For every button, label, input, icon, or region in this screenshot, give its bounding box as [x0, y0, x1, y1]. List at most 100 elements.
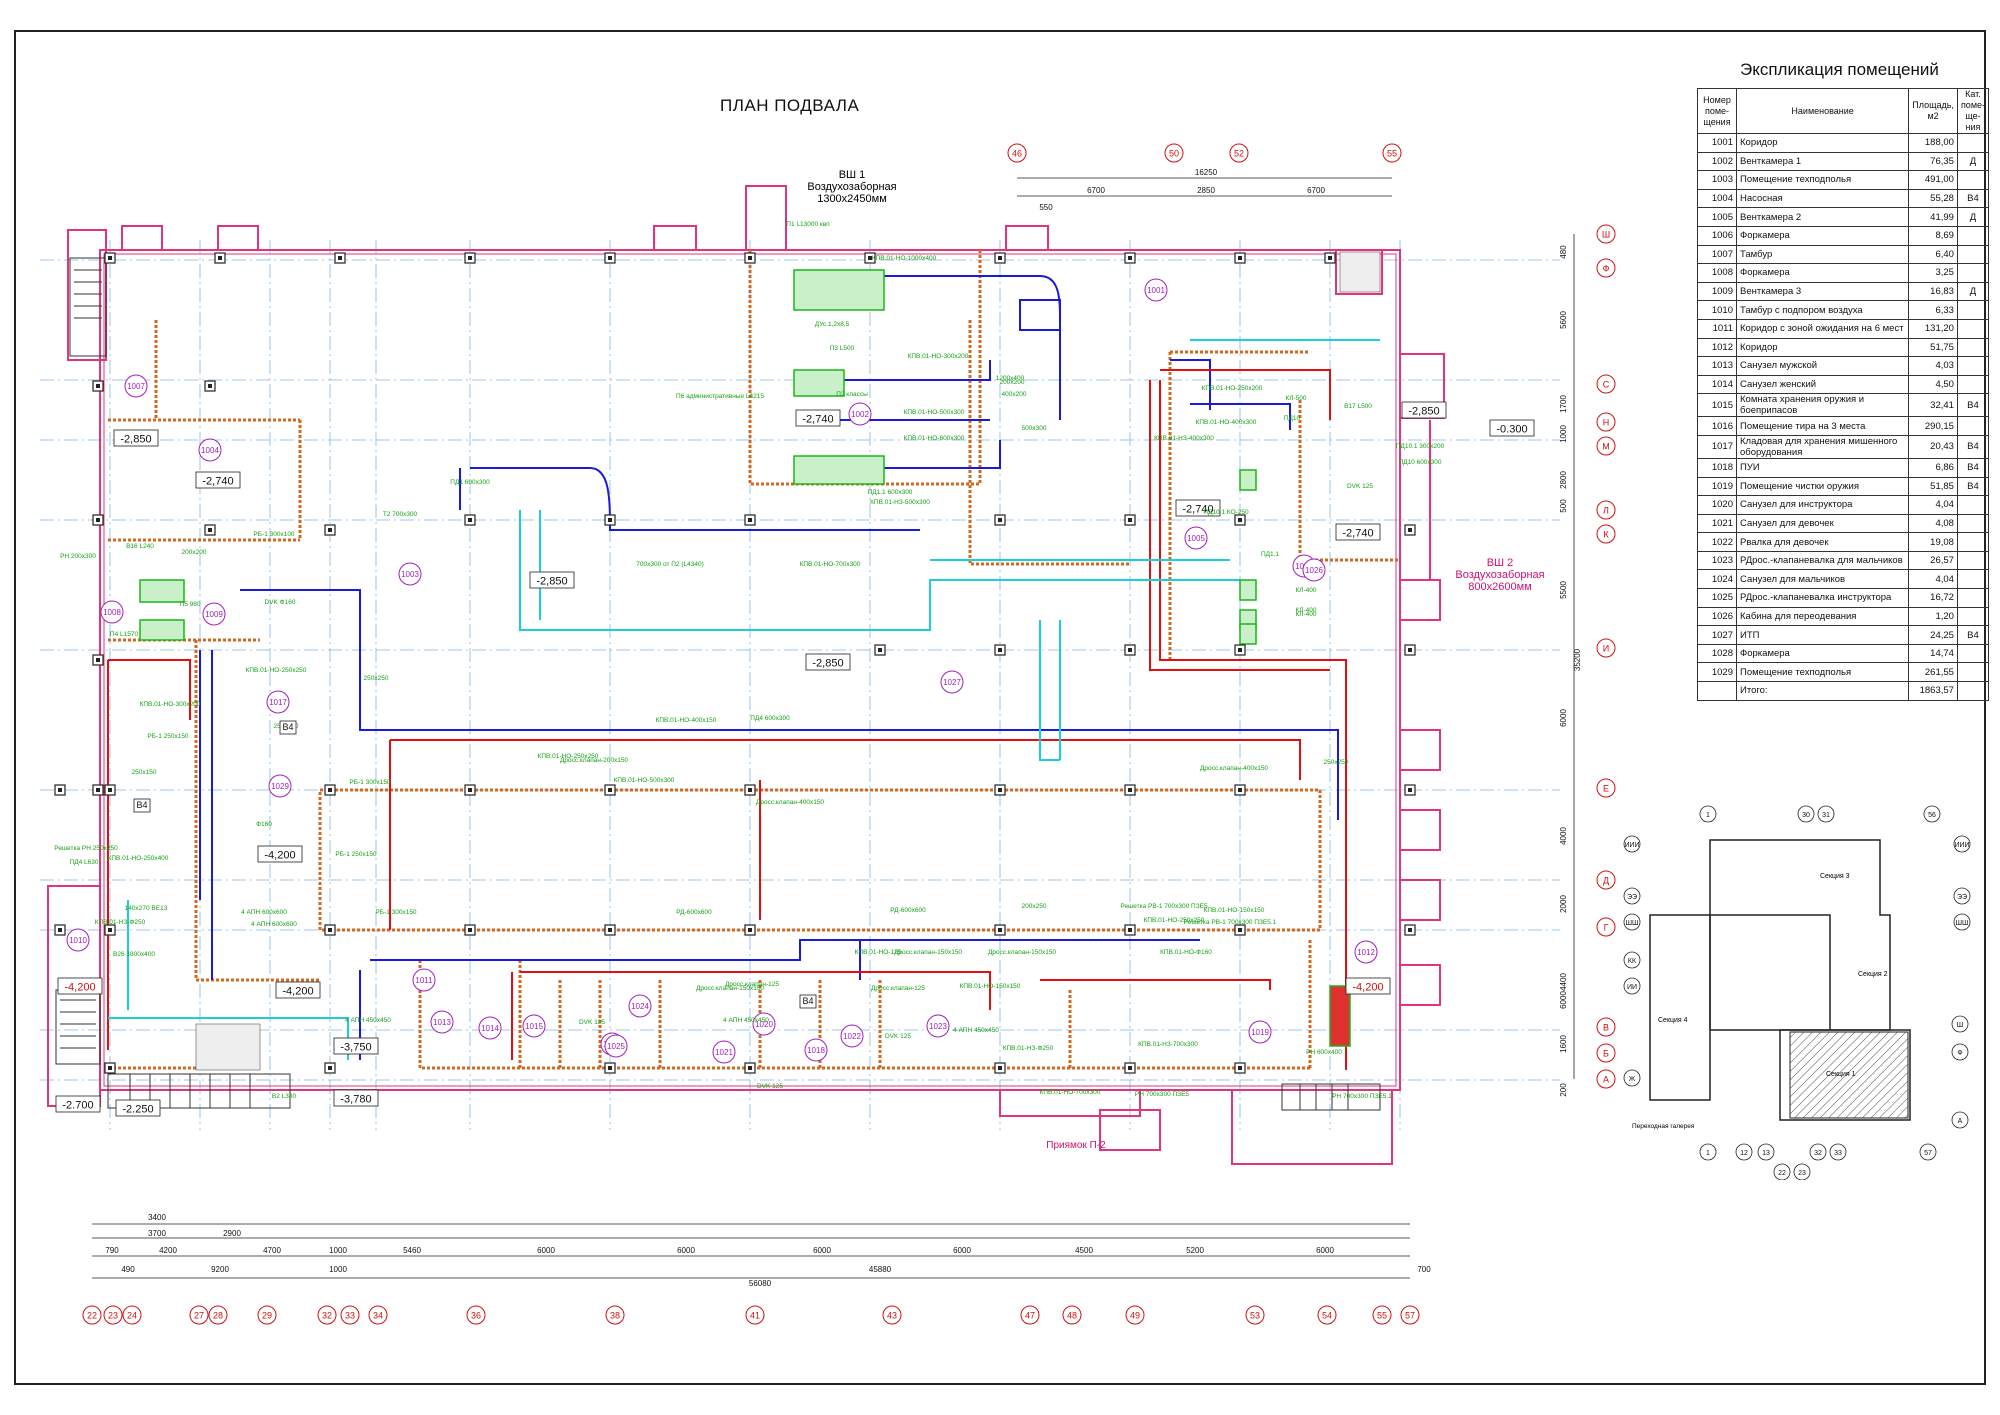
equipment-label: КПВ.01-НО-250х250	[1144, 917, 1205, 924]
equipment-label: В26 1800х400	[113, 951, 155, 958]
equipment-label: РБ-1 300х150	[375, 909, 417, 916]
key-axis: 1	[1699, 1143, 1717, 1161]
equipment-label: КПВ.01-НО-250х400	[108, 855, 169, 862]
column	[994, 924, 1006, 936]
column	[464, 784, 476, 796]
equipment-label: 200х200	[182, 549, 207, 556]
key-axis-label: 1	[1706, 812, 1710, 819]
equipment-label: Решетка РВ-1 700х300 ПЗЕ5.1	[1184, 919, 1277, 926]
room-marker: 1011	[412, 968, 436, 992]
room-number: 1011	[1697, 318, 1737, 339]
room-name: Помещение чистки оружия	[1735, 476, 1910, 497]
room-number: 1012	[1697, 337, 1737, 358]
dimension-text: 550	[1039, 203, 1053, 212]
explication-header-row: Номер поме- щения Наименование Площадь, …	[1697, 88, 1990, 134]
room-category	[1956, 569, 1990, 590]
axis-bubble: Л	[1596, 500, 1616, 520]
equipment-label: П4 L1570	[110, 631, 139, 638]
equipment-label: DVK 125	[757, 1083, 783, 1090]
key-axis-label: ШШ	[1956, 920, 1969, 927]
room-area: 14,74	[1908, 643, 1958, 664]
column	[334, 252, 346, 264]
axis-bubble: 49	[1125, 1305, 1145, 1325]
elevation-mark: -4,200	[257, 845, 303, 863]
equipment-label: 250х250	[364, 675, 389, 682]
column	[994, 644, 1006, 656]
key-axis-label: 33	[1834, 1150, 1842, 1157]
column	[744, 784, 756, 796]
elevation-text: -2,740	[802, 414, 833, 426]
room-name: Санузел женский	[1735, 374, 1910, 395]
column	[604, 784, 616, 796]
room-category	[1956, 244, 1990, 265]
axis-bubble: 23	[103, 1305, 123, 1325]
room-name: Помещение техподполья	[1735, 662, 1910, 683]
vsh2-line1: ВШ 2	[1487, 557, 1514, 569]
key-axis-label: 13	[1762, 1150, 1770, 1157]
room-number: 1009	[205, 610, 223, 619]
dimension-text: 5460	[403, 1246, 421, 1255]
room-markers: 1001100210031004100510061007100810091010…	[66, 278, 1378, 1064]
equipment-label: РБ-1 300х100	[253, 531, 295, 538]
equipment-label: КПВ.01-НО-Ф160	[1160, 949, 1212, 956]
column	[1234, 644, 1246, 656]
elevation-mark: -2,740	[195, 471, 241, 489]
equipment-label: КПВ.01-НО-500х300	[614, 777, 675, 784]
axis-bubble: К	[1596, 524, 1616, 544]
room-category	[1956, 532, 1990, 552]
dimension-text: 4400	[1559, 973, 1568, 991]
elevation-text: -4,200	[64, 982, 95, 994]
room-name: Санузел для инструктора	[1735, 495, 1910, 515]
room-area: 51,85	[1908, 476, 1958, 497]
elevation-labels: -2,850-2,740-2,740-2,850-2,850-2,740-2,7…	[55, 401, 1535, 1117]
equipment-label: КПВ.01-НО-125	[855, 949, 902, 956]
equipment-label: 4 АПН 450х450	[953, 1027, 999, 1034]
room-number: 1010	[1697, 300, 1737, 320]
key-axis: 57	[1919, 1143, 1937, 1161]
axis-label: 34	[373, 1311, 383, 1321]
column	[204, 380, 216, 392]
room-name: Санузел для мальчиков	[1735, 569, 1910, 590]
room-category: Д	[1956, 151, 1990, 172]
axis-label: 36	[471, 1311, 481, 1321]
axis-bubble: 28	[208, 1305, 228, 1325]
axis-label: К	[1603, 530, 1609, 540]
equipment-label: В4	[282, 722, 293, 732]
room-area: 4,03	[1908, 356, 1958, 376]
equipment-label: Ф160	[256, 821, 272, 828]
room-area: 26,57	[1908, 550, 1958, 571]
room-number: 1021	[1697, 513, 1737, 534]
room-area: 20,43	[1908, 434, 1958, 459]
equipment-label: КПВ.01-НЗ-Ф250	[95, 919, 146, 926]
axis-bubble: 29	[257, 1305, 277, 1325]
room-marker: 1005	[1184, 526, 1208, 550]
room-name: Итого:	[1735, 681, 1910, 701]
equipment-label: КЛ-400	[1295, 611, 1316, 618]
vsh1-line3: 1300х2450мм	[817, 193, 887, 205]
room-marker: 1018	[804, 1038, 828, 1062]
axis-bubble: 48	[1062, 1305, 1082, 1325]
room-number: 1029	[1697, 662, 1737, 683]
room-marker: 1017	[266, 690, 290, 714]
axis-label: В	[1603, 1023, 1609, 1033]
column	[744, 1062, 756, 1074]
key-axis: ИИИ	[1953, 835, 1971, 853]
equipment-label: КПВ.01-НО-700х300	[1040, 1089, 1101, 1096]
room-area: 6,40	[1908, 244, 1958, 265]
equipment-label: КПВ.01-НО-300х200	[908, 353, 969, 360]
equipment-label: ПД1 600х300	[450, 479, 490, 486]
room-number: 1024	[1697, 569, 1737, 590]
dimension-text: 1000	[329, 1246, 347, 1255]
axis-bubble: 53	[1245, 1305, 1265, 1325]
partitions	[108, 250, 1400, 1070]
column	[864, 252, 876, 264]
room-category	[1956, 416, 1990, 436]
room-number: 1025	[1697, 588, 1737, 608]
room-marker: 1026	[1302, 558, 1326, 582]
column	[1234, 924, 1246, 936]
axis-label: Л	[1603, 506, 1609, 516]
